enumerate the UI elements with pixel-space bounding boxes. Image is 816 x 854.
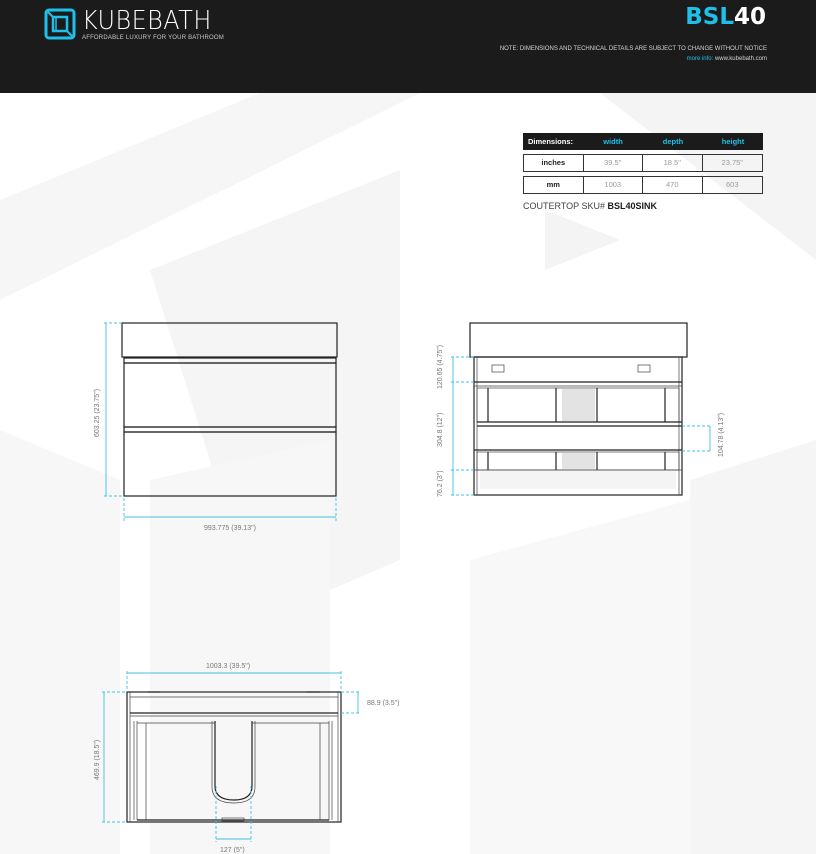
model-title: BSL40 [685, 4, 766, 30]
unit-cell: inches [524, 155, 584, 171]
drawer-gap-label: 104.78 (4.13") [718, 413, 725, 457]
width-cell: 1003 [584, 177, 643, 193]
header-width: width [603, 137, 623, 146]
width-cell: 39.5" [584, 155, 643, 171]
height-cell: 23.75" [721, 158, 743, 167]
top-gap-label: 120.65 (4.75") [437, 345, 444, 389]
front-rail-label: 88.9 (3.5") [367, 700, 399, 707]
model-prefix: BSL [685, 4, 734, 30]
dimensions-header-row: Dimensions: width depth height [523, 133, 763, 150]
base-height-label: 76.2 (3") [437, 470, 444, 497]
height-cell: 603 [725, 180, 739, 189]
front-view: 603.25 (23.75") 993.775 (39.13") [94, 322, 338, 532]
drawer-height-label: 304.8 (12") [437, 413, 444, 447]
brand-name: KUBEBATH [82, 6, 212, 36]
table-row: mm 1003 470 603 [523, 176, 763, 194]
header-banner: KUBEBATH AFFORDABLE LUXURY FOR YOUR BATH… [0, 0, 816, 93]
brand-logo: KUBEBATH AFFORDABLE LUXURY FOR YOUR BATH… [44, 8, 224, 41]
unit-cell: mm [524, 177, 584, 193]
front-width-label: 993.775 (39.13") [204, 525, 256, 532]
website-link[interactable]: www.kubebath.com [714, 56, 767, 62]
model-number: 40 [733, 4, 766, 30]
brand-tagline: AFFORDABLE LUXURY FOR YOUR BATHROOM [82, 35, 224, 41]
header-height: height [721, 137, 745, 146]
depth-cell: 18.5" [643, 155, 703, 171]
countertop-sku: COUTERTOP SKU# BSL40SINK [523, 201, 657, 211]
header-depth: depth [662, 137, 684, 146]
depth-cell: 470 [643, 177, 703, 193]
front-height-label: 603.25 (23.75") [94, 389, 101, 437]
top-depth-label: 469.9 (18.5") [94, 740, 101, 780]
interior-view: 120.65 (4.75") 304.8 (12") 76.2 (3") 104… [437, 322, 725, 497]
sku-value: BSL40SINK [607, 201, 658, 211]
table-row: inches 39.5" 18.5" 23.75" [523, 154, 763, 172]
top-view: 1003.3 (39.5") 469.9 (18.5") 88.9 (3.5")… [94, 663, 399, 854]
dimensions-table: Dimensions: width depth height inches 39… [523, 133, 763, 194]
note-text: NOTE: DIMENSIONS AND TECHNICAL DETAILS A… [499, 46, 767, 52]
disclaimer-note: NOTE: DIMENSIONS AND TECHNICAL DETAILS A… [500, 44, 767, 64]
header-dimensions: Dimensions: [528, 137, 574, 146]
sku-label: COUTERTOP SKU# [523, 201, 606, 211]
cube-logo-icon [44, 8, 76, 40]
top-width-label: 1003.3 (39.5") [206, 663, 250, 670]
cutout-width-label: 127 (5") [220, 847, 245, 854]
more-info-label: more info: [686, 56, 714, 62]
